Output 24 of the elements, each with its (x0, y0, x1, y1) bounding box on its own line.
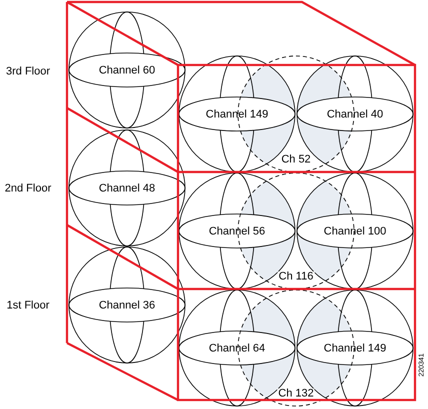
coverage-sphere (297, 290, 413, 406)
channel-label: Channel 149 (324, 344, 386, 354)
coverage-sphere (69, 130, 185, 246)
coverage-sphere (179, 290, 295, 406)
channel-label: Channel 56 (208, 226, 266, 238)
coverage-sphere (69, 12, 185, 128)
channel-label: Channel 36 (98, 300, 156, 312)
coverage-sphere (69, 247, 185, 363)
channel-label: Channel 149 (206, 110, 268, 120)
channel-label: Channel 100 (324, 226, 386, 238)
floor-label: 2nd Floor (4, 184, 52, 194)
floor-label: 1st Floor (6, 300, 50, 312)
channel-label: Ch 116 (278, 272, 314, 282)
channel-label: Channel 40 (326, 110, 384, 120)
channel-label: Ch 52 (280, 154, 312, 166)
coverage-sphere (297, 173, 413, 289)
channel-label: Channel 48 (98, 184, 156, 194)
coverage-sphere (179, 173, 295, 289)
floor-label: 3rd Floor (6, 66, 50, 78)
coverage-sphere (297, 56, 413, 172)
channel-label: Ch 132 (277, 388, 315, 400)
channel-label: Channel 60 (98, 66, 156, 76)
coverage-sphere (179, 56, 295, 172)
channel-label: Channel 64 (208, 344, 266, 354)
